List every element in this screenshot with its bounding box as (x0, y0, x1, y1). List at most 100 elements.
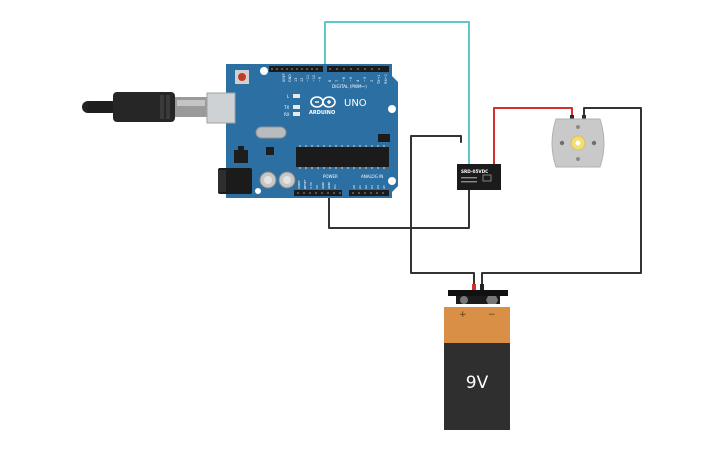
led-tx (293, 105, 300, 109)
digital-pin-label: 7 (335, 80, 339, 82)
arduino-uno-board[interactable]: L TX RX ARDUINO UNO AREF GND 13 (206, 64, 398, 198)
barrel-jack (218, 168, 252, 194)
digital-pin-label: 8 (328, 80, 332, 82)
wire-tip-red (472, 284, 476, 290)
battery-terminal-minus (486, 296, 498, 304)
signal-wire[interactable] (324, 21, 470, 165)
motor-terminal (570, 115, 574, 121)
power-label: POWER (323, 174, 338, 179)
usb-plug-grip (160, 95, 164, 119)
digital-pin-label: TX→1 (377, 75, 381, 85)
battery-voltage-label: 9V (466, 373, 489, 393)
power-pin-label: 3.3V (309, 181, 313, 189)
usb-b-jack (206, 92, 236, 124)
motor-screw (559, 140, 565, 146)
digital-pin-label: ~6 (342, 77, 346, 82)
analog-pin-label: A2 (364, 185, 368, 189)
capacitor-top (283, 176, 291, 184)
digital-pin-label: 12 (300, 78, 304, 82)
capacitor-top (264, 176, 272, 184)
usb-strain-relief (88, 101, 114, 113)
analog-label: ANALOG IN (361, 174, 383, 179)
power-pin-label: Vin (333, 184, 337, 189)
relay-text-line (461, 181, 477, 183)
arduino-brand-label: ARDUINO (309, 110, 335, 116)
battery-body (444, 343, 510, 430)
crystal-oscillator (255, 126, 287, 139)
arduino-model-label: UNO (344, 98, 367, 109)
digital-pin-label: ~5 (349, 77, 353, 82)
led-l-label: L (287, 94, 290, 99)
analog-pin-label: A1 (358, 185, 362, 189)
motor-to-battery-wire[interactable] (481, 107, 642, 287)
wires (324, 21, 642, 287)
led-rx (293, 112, 300, 116)
aref-label: AREF (282, 73, 286, 82)
regulator-tab (238, 146, 244, 150)
battery-9v[interactable]: + − 9V (444, 284, 510, 430)
digital-pin-label: 13 (294, 78, 298, 82)
battery-snap-base (456, 296, 500, 304)
usb-connector-shine (177, 100, 205, 106)
battery-minus-label: − (488, 310, 496, 320)
atmega-chip (296, 147, 389, 167)
atmega-pins (299, 145, 385, 169)
power-header (294, 190, 342, 196)
analog-pin-label: A3 (370, 185, 374, 189)
relay-label: SRD-05VDC (461, 169, 488, 174)
relay-ground-wire[interactable] (328, 189, 470, 229)
analog-header (349, 190, 389, 196)
motor-screw (591, 140, 597, 146)
digital-pin-label: 2 (370, 80, 374, 82)
relay-to-battery-wire[interactable] (410, 135, 475, 287)
power-pin-label: IOREF (297, 180, 301, 189)
analog-pin-label: A4 (376, 185, 380, 189)
battery-top (444, 307, 510, 343)
relay-to-motor-wire[interactable] (493, 107, 573, 165)
led-tx-label: TX (283, 105, 289, 110)
gnd-label-top: GND (288, 74, 292, 82)
power-pin-label: 5V (315, 184, 319, 189)
mounting-hole (388, 105, 396, 113)
mounting-hole (388, 177, 396, 185)
digital-pin-label: ~10 (312, 75, 316, 82)
mounting-hole (255, 188, 261, 194)
led-rx-label: RX (284, 112, 290, 117)
power-pin-label: GND (321, 181, 325, 189)
mounting-hole (260, 67, 268, 75)
relay-module[interactable]: SRD-05VDC (457, 164, 501, 190)
battery-terminal-plus (460, 296, 468, 304)
led-l (293, 94, 300, 98)
motor-shaft (575, 140, 581, 146)
motor-vent (576, 125, 580, 129)
digital-pin-label: ~3 (363, 77, 367, 82)
power-pin-label: GND (327, 181, 331, 189)
power-pin-label: RESET (303, 179, 307, 189)
usb-plug-body (113, 92, 175, 122)
relay-symbol (482, 174, 492, 182)
battery-snap-clip (448, 290, 508, 296)
analog-pin-label: A5 (382, 185, 386, 189)
digital-header-holes (271, 68, 380, 70)
smd-chip (266, 147, 274, 155)
wire-tip-black (480, 284, 484, 290)
arduino-logo-icon (310, 96, 336, 108)
digital-pin-label: ~11 (306, 75, 310, 82)
voltage-regulator (234, 150, 248, 163)
motor-terminal (582, 115, 586, 121)
motor-vent (576, 157, 580, 161)
reset-button-cap (238, 73, 246, 81)
barrel-jack-front (218, 170, 226, 192)
usb-plug-grip (166, 95, 170, 119)
digital-pin-label: ~9 (318, 77, 322, 82)
icsp-header (378, 134, 390, 142)
dc-motor[interactable] (551, 115, 605, 168)
usb-cable[interactable] (82, 92, 207, 122)
battery-plus-label: + (459, 310, 467, 320)
bottom-header-holes (297, 192, 384, 194)
digital-pin-label: RX←0 (384, 74, 388, 84)
analog-pin-label: A0 (352, 185, 356, 189)
relay-text-line (461, 177, 477, 179)
digital-pin-label: 4 (356, 80, 360, 82)
